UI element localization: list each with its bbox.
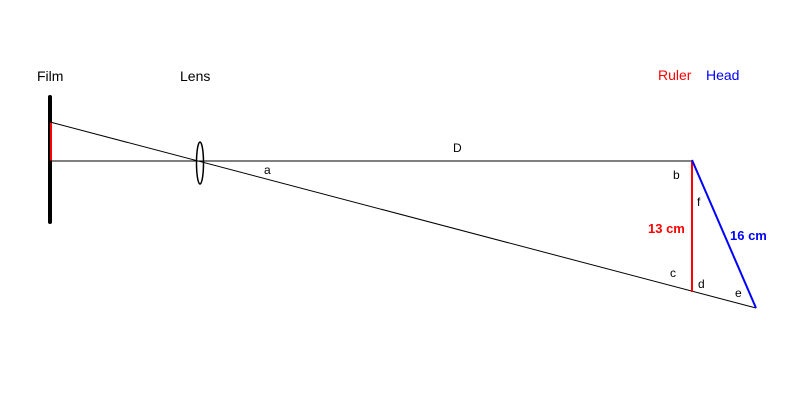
ruler-length-label: 13 cm — [648, 221, 685, 236]
lens-label: Lens — [180, 68, 211, 84]
head-line — [691, 159, 757, 309]
angle-d-label: d — [698, 277, 705, 291]
ray-line — [49, 121, 757, 309]
angle-b-label: b — [673, 168, 680, 182]
head-length-label: 16 cm — [730, 228, 767, 243]
angle-c-label: c — [670, 266, 676, 280]
lens-shape — [195, 141, 205, 185]
head-label: Head — [706, 67, 740, 83]
film-label: Film — [37, 68, 64, 84]
angle-f-label: f — [697, 195, 701, 209]
angle-e-label: e — [735, 286, 742, 300]
angle-a-label: a — [264, 163, 271, 177]
ruler-label: Ruler — [658, 67, 692, 83]
distance-label: D — [453, 141, 462, 155]
